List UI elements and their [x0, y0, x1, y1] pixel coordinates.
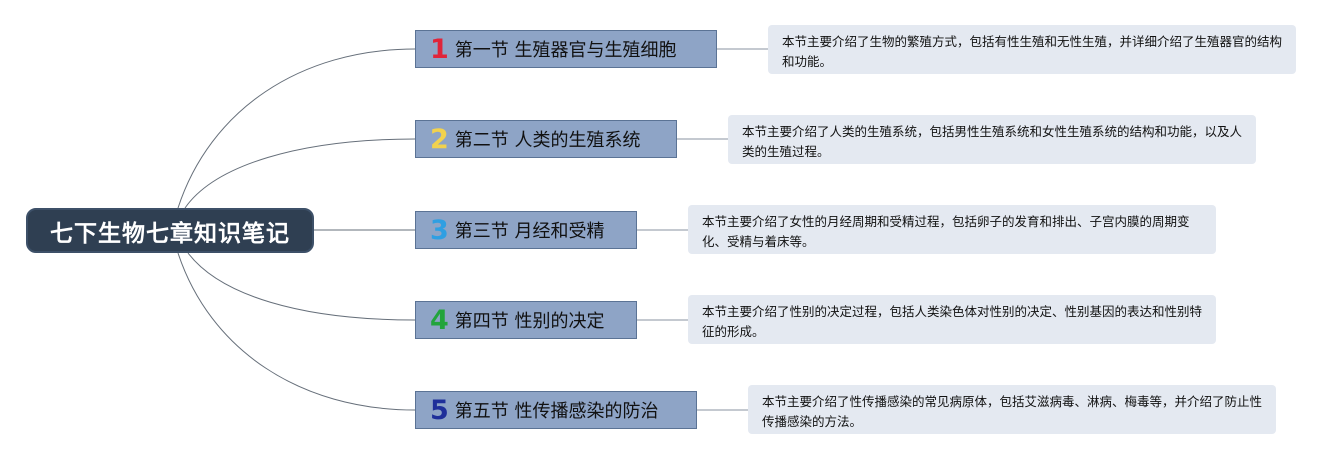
topic-5-note-text: 本节主要介绍了性传播感染的常见病原体，包括艾滋病毒、淋病、梅毒等，并介绍了防止性… [762, 394, 1263, 429]
connector-root-topic-2 [184, 138, 416, 209]
connector-root-topic-1 [177, 48, 416, 209]
root-topic-label: 七下生物七章知识笔记 [50, 220, 290, 247]
topic-3-number: 3 [430, 214, 449, 246]
topic-5[interactable]: 5 第五节 性传播感染的防治 [415, 391, 697, 429]
topic-2-number: 2 [430, 123, 449, 155]
topic-5-label: 第五节 性传播感染的防治 [454, 401, 659, 422]
topic-5-note: 本节主要介绍了性传播感染的常见病原体，包括艾滋病毒、淋病、梅毒等，并介绍了防止性… [748, 385, 1276, 434]
topic-2-note-text: 本节主要介绍了人类的生殖系统，包括男性生殖系统和女性生殖系统的结构和功能，以及人… [742, 124, 1243, 159]
connector-root-topic-5 [177, 252, 416, 411]
topic-3[interactable]: 3 第三节 月经和受精 [415, 211, 637, 249]
topic-1-number: 1 [430, 33, 449, 65]
topic-2-label: 第二节 人类的生殖系统 [454, 130, 641, 151]
topic-4-label: 第四节 性别的决定 [454, 311, 605, 332]
topic-2-note: 本节主要介绍了人类的生殖系统，包括男性生殖系统和女性生殖系统的结构和功能，以及人… [728, 115, 1256, 164]
topic-4-number: 4 [430, 304, 449, 336]
topic-1[interactable]: 1 第一节 生殖器官与生殖细胞 [415, 30, 717, 68]
topic-1-label: 第一节 生殖器官与生殖细胞 [454, 40, 677, 61]
topic-3-note-text: 本节主要介绍了女性的月经周期和受精过程，包括卵子的发育和排出、子宫内膜的周期变化… [702, 214, 1190, 249]
topic-1-note-text: 本节主要介绍了生物的繁殖方式，包括有性生殖和无性生殖，并详细介绍了生殖器官的结构… [782, 34, 1283, 69]
root-topic[interactable]: 七下生物七章知识笔记 [26, 208, 314, 253]
connector-root-topic-4 [187, 252, 416, 321]
topic-3-note: 本节主要介绍了女性的月经周期和受精过程，包括卵子的发育和排出、子宫内膜的周期变化… [688, 205, 1216, 254]
topic-4-note-text: 本节主要介绍了性别的决定过程，包括人类染色体对性别的决定、性别基因的表达和性别特… [702, 304, 1203, 339]
topic-2[interactable]: 2 第二节 人类的生殖系统 [415, 120, 677, 158]
topic-3-label: 第三节 月经和受精 [454, 221, 605, 242]
topic-4-note: 本节主要介绍了性别的决定过程，包括人类染色体对性别的决定、性别基因的表达和性别特… [688, 295, 1216, 344]
topic-5-number: 5 [430, 394, 449, 426]
topic-4[interactable]: 4 第四节 性别的决定 [415, 301, 637, 339]
topic-1-note: 本节主要介绍了生物的繁殖方式，包括有性生殖和无性生殖，并详细介绍了生殖器官的结构… [768, 25, 1296, 74]
